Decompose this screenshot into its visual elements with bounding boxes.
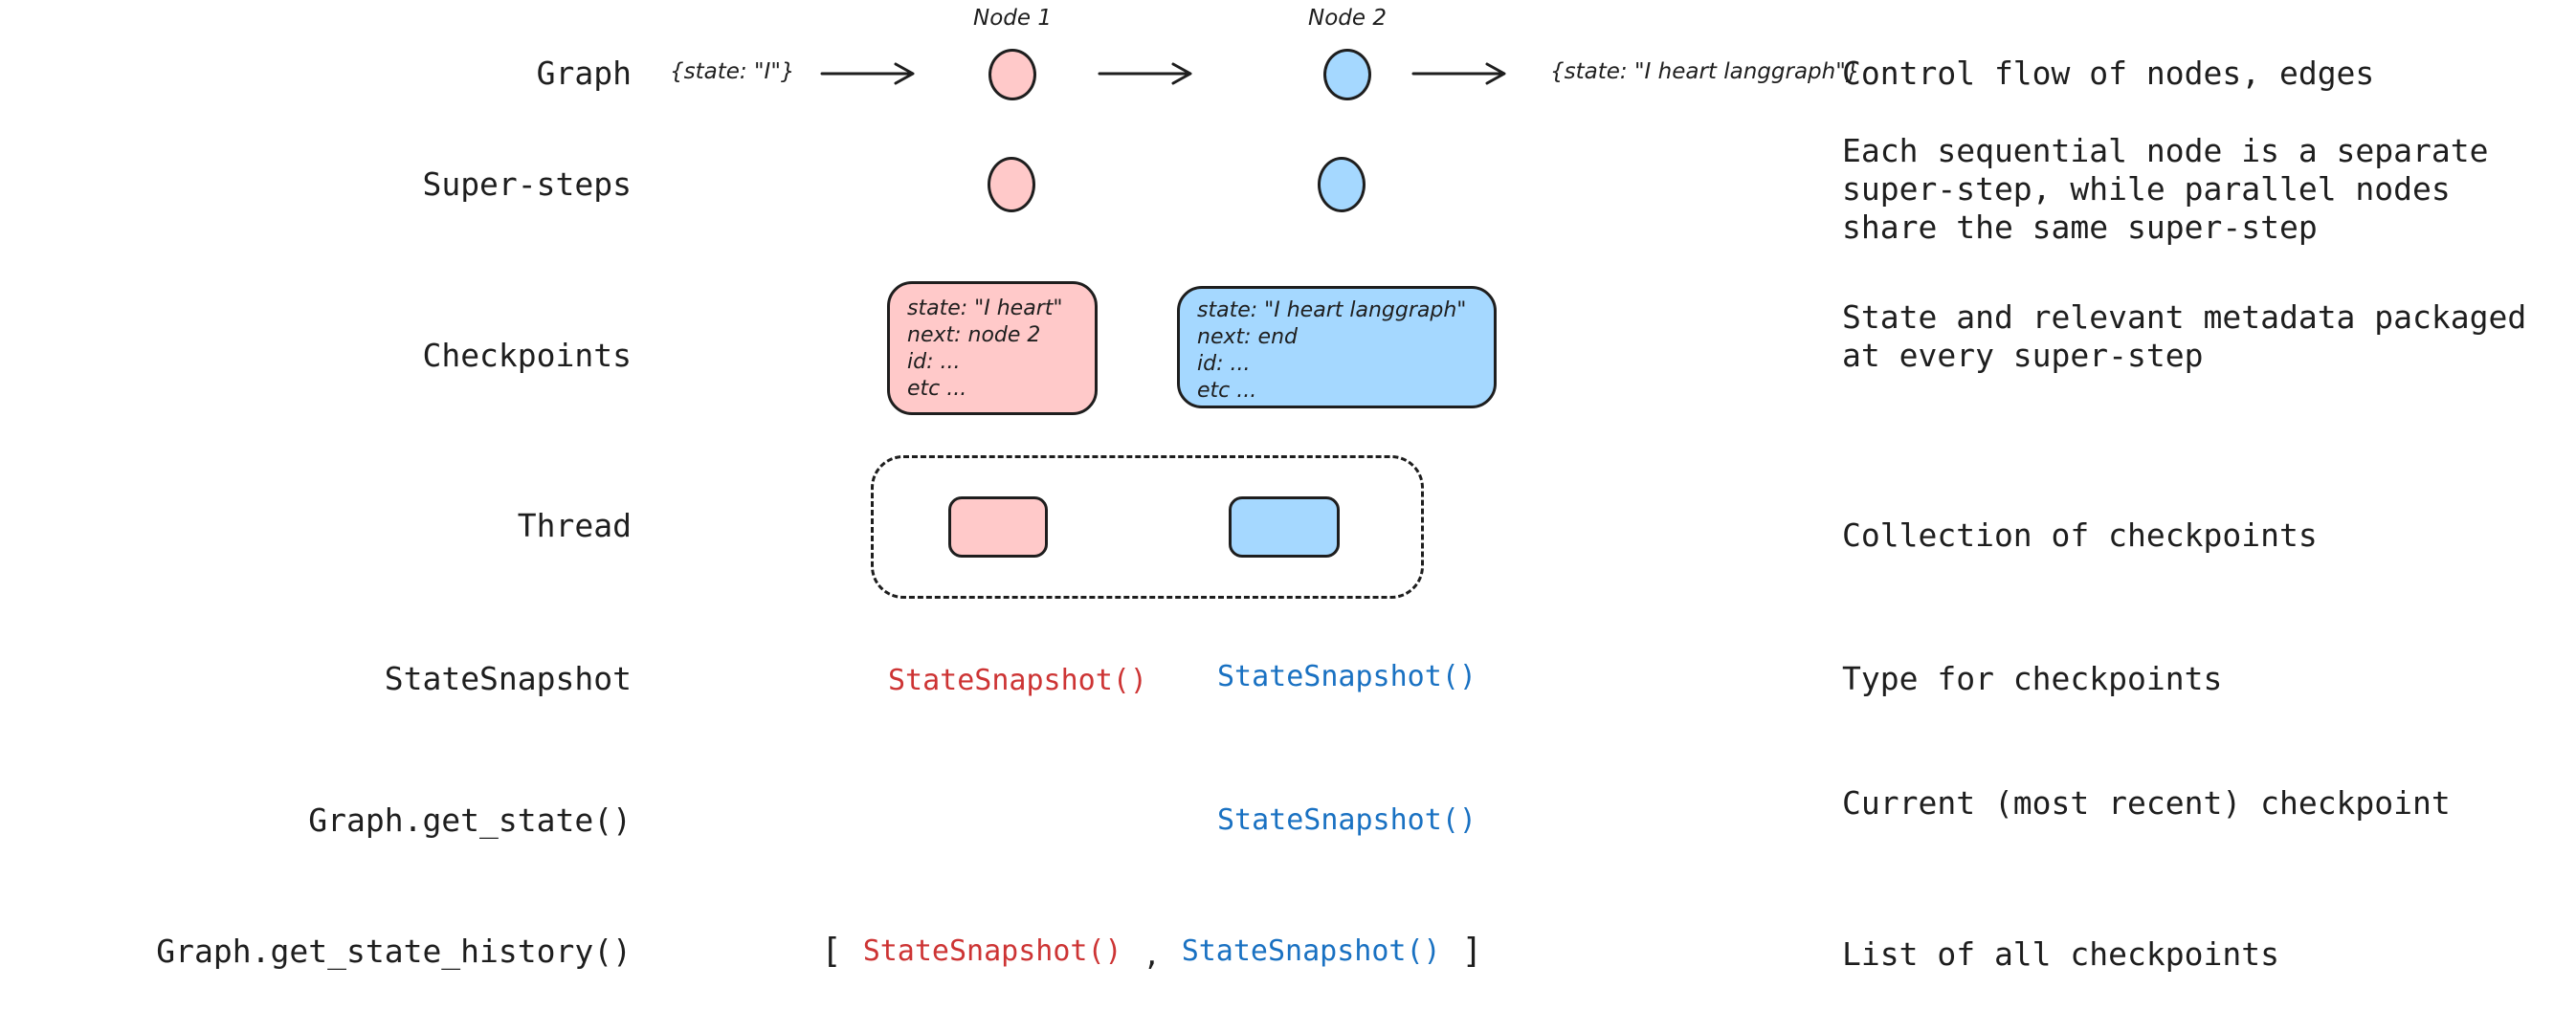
thread-row-label: Thread xyxy=(517,507,632,544)
get-state-blue-value: StateSnapshot() xyxy=(1217,803,1477,837)
checkpoint-id-line: id: ... xyxy=(1197,352,1251,376)
node1-label: Node 1 xyxy=(973,6,1052,31)
checkpoints-row-label: Checkpoints xyxy=(422,337,632,374)
statesnapshot-row-description: Type for checkpoints xyxy=(1842,660,2223,697)
get-state-row-description: Current (most recent) checkpoint xyxy=(1842,784,2451,822)
checkpoint-state-line: state: "I heart langgraph" xyxy=(1197,298,1467,322)
thread-blue-checkpoint xyxy=(1229,496,1340,558)
history-red-value: StateSnapshot() xyxy=(862,933,1122,968)
graph-output-state-text: {state: "I heart langgraph"} xyxy=(1550,59,1860,84)
arrow-right-icon xyxy=(1410,59,1518,92)
close-bracket: ] xyxy=(1461,932,1483,971)
superstep2-circle xyxy=(1318,157,1366,212)
get-state-history-row-label: Graph.get_state_history() xyxy=(156,933,632,970)
checkpoint-next-line: next: node 2 xyxy=(907,323,1041,347)
history-blue-value: StateSnapshot() xyxy=(1181,933,1441,968)
arrow-right-icon xyxy=(819,59,926,92)
checkpoint-state-line: state: "I heart" xyxy=(907,296,1063,320)
graph-input-state-text: {state: "I"} xyxy=(670,59,795,84)
thread-pink-checkpoint xyxy=(948,496,1048,558)
get-state-row-label: Graph.get_state() xyxy=(308,801,632,839)
get-state-history-result: [ StateSnapshot() , StateSnapshot() ] xyxy=(821,930,1482,973)
statesnapshot-row-label: StateSnapshot xyxy=(384,660,632,697)
get-state-history-row-description: List of all checkpoints xyxy=(1842,935,2279,973)
thread-row-description: Collection of checkpoints xyxy=(1842,516,2318,554)
thread-dashed-box xyxy=(871,455,1424,599)
checkpoint-etc-line: etc ... xyxy=(907,377,967,401)
arrow-right-icon xyxy=(1097,59,1204,92)
statesnapshot-blue-value: StateSnapshot() xyxy=(1217,660,1477,693)
graph-row-label: Graph xyxy=(536,55,632,92)
graph-row-description: Control flow of nodes, edges xyxy=(1842,55,2375,92)
checkpoint-etc-line: etc ... xyxy=(1197,379,1257,403)
blue-checkpoint-box: state: "I heart langgraph" next: end id:… xyxy=(1177,286,1497,408)
checkpoint-id-line: id: ... xyxy=(907,350,961,374)
supersteps-row-description: Each sequential node is a separate super… xyxy=(1842,132,2489,246)
pink-checkpoint-box: state: "I heart" next: node 2 id: ... et… xyxy=(887,281,1098,415)
node2-label: Node 2 xyxy=(1308,6,1387,31)
checkpoint-next-line: next: end xyxy=(1197,325,1298,349)
comma: , xyxy=(1143,939,1161,973)
open-bracket: [ xyxy=(821,932,842,971)
node2-circle xyxy=(1323,49,1371,100)
node1-circle xyxy=(988,49,1036,100)
superstep1-circle xyxy=(988,157,1035,212)
checkpoints-row-description: State and relevant metadata packaged at … xyxy=(1842,298,2527,374)
statesnapshot-red-value: StateSnapshot() xyxy=(888,664,1147,697)
supersteps-row-label: Super-steps xyxy=(422,165,632,203)
